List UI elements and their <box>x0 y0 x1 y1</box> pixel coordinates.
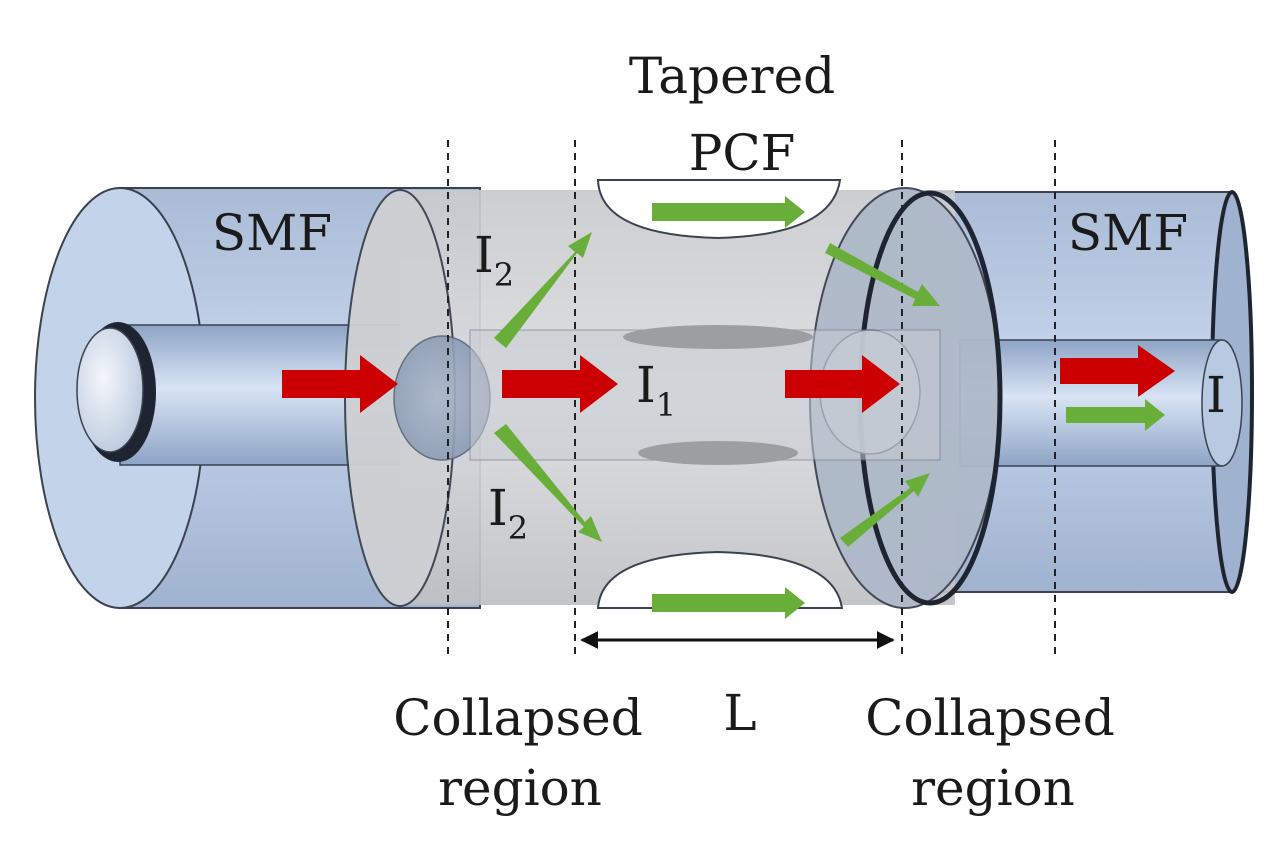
i1-label: I1 <box>636 356 676 424</box>
red-arrow-output <box>1060 345 1175 397</box>
green-arrow-right-lower <box>840 473 930 547</box>
red-arrows <box>282 345 1175 413</box>
red-arrow-mid <box>785 355 900 413</box>
i2-upper-label: I2 <box>474 226 514 294</box>
green-arrow-down-left <box>494 424 602 542</box>
green-arrow-output <box>1066 399 1165 431</box>
title-line2: PCF <box>689 124 796 182</box>
green-arrow-right-upper <box>825 243 940 306</box>
green-arrow-bottom <box>652 587 805 619</box>
collapsed-right-line2: region <box>911 759 1075 817</box>
red-arrow-input <box>282 355 398 413</box>
collapsed-left-line1: Collapsed <box>393 689 642 747</box>
smf-left-label: SMF <box>212 204 332 262</box>
region-dividers <box>447 140 1056 658</box>
green-arrows <box>494 196 1165 619</box>
i2-lower-label: I2 <box>488 479 528 547</box>
title-line1: Tapered <box>629 47 835 105</box>
length-label: L <box>723 684 756 742</box>
collapsed-left-line2: region <box>438 759 602 817</box>
red-arrow-i1 <box>502 355 618 413</box>
green-arrow-top <box>652 196 805 228</box>
output-label: I <box>1206 366 1226 424</box>
collapsed-right-line1: Collapsed <box>865 689 1114 747</box>
green-arrow-up-left <box>494 232 592 348</box>
smf-right-label: SMF <box>1068 204 1188 262</box>
